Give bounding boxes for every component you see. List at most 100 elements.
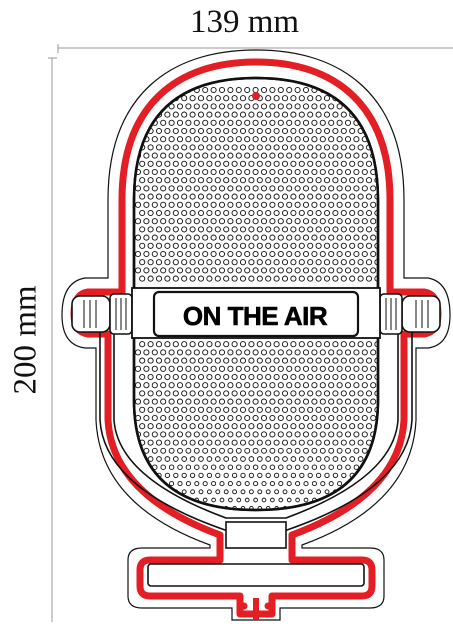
grille-hole xyxy=(143,234,150,241)
grille-hole xyxy=(290,209,297,217)
grille-hole xyxy=(302,86,310,94)
grille-hole xyxy=(349,209,356,217)
grille-hole xyxy=(273,357,280,364)
grille-hole xyxy=(134,365,142,372)
grille-hole xyxy=(265,489,271,495)
grille-hole xyxy=(134,86,142,94)
grille-hole xyxy=(176,349,184,356)
grille-hole xyxy=(319,431,326,438)
grille-hole xyxy=(197,209,205,217)
grille-hole xyxy=(286,365,293,372)
grille-hole xyxy=(353,185,360,192)
grille-hole xyxy=(239,275,247,282)
grille-hole xyxy=(139,259,146,266)
grille-hole xyxy=(302,234,310,241)
grille-hole xyxy=(307,357,314,364)
grille-hole xyxy=(227,103,234,110)
grille-hole xyxy=(151,168,158,176)
grille-hole xyxy=(139,193,146,200)
grille-hole xyxy=(281,193,289,200)
grille-hole xyxy=(143,168,150,176)
grille-hole xyxy=(252,365,259,372)
grille-hole xyxy=(286,481,292,487)
grille-hole xyxy=(202,119,209,126)
grille-hole xyxy=(349,275,356,282)
grille-hole xyxy=(311,119,318,126)
grille-hole xyxy=(164,226,171,233)
grille-hole xyxy=(295,497,300,503)
grille-hole xyxy=(286,185,293,192)
grille-hole xyxy=(302,365,310,372)
grille-hole xyxy=(168,119,175,126)
grille-hole xyxy=(223,456,230,462)
grille-hole xyxy=(248,259,255,266)
grille-hole xyxy=(307,456,314,462)
grille-hole xyxy=(336,185,343,192)
grille-hole xyxy=(281,357,289,364)
grille-hole xyxy=(319,447,326,454)
grille-hole xyxy=(294,349,301,356)
grille-hole xyxy=(273,439,280,446)
grille-hole xyxy=(197,144,205,151)
grille-hole xyxy=(344,201,352,208)
grille-hole xyxy=(349,144,356,151)
grille-hole xyxy=(181,144,188,151)
grille-hole xyxy=(328,382,335,389)
grille-hole xyxy=(332,226,339,233)
grille-hole xyxy=(155,390,163,397)
grille-hole xyxy=(298,242,305,249)
grille-hole xyxy=(357,456,364,462)
grille-hole xyxy=(244,365,251,372)
grille-hole xyxy=(252,103,259,110)
grille-hole xyxy=(202,349,209,356)
grille-hole xyxy=(147,275,154,282)
grille-hole xyxy=(176,119,184,126)
grille-hole xyxy=(231,177,238,184)
grille-hole xyxy=(172,275,179,282)
grille-hole xyxy=(328,464,334,470)
grille-hole xyxy=(265,95,272,102)
grille-hole xyxy=(273,111,280,118)
grille-hole xyxy=(231,242,238,249)
grille-hole xyxy=(302,201,310,208)
grille-hole xyxy=(214,423,221,430)
grille-hole xyxy=(218,201,226,208)
grille-hole xyxy=(210,136,217,143)
grille-hole xyxy=(202,168,209,176)
grille-hole xyxy=(340,160,347,167)
grille-hole xyxy=(311,201,318,208)
grille-hole xyxy=(332,144,339,151)
grille-hole xyxy=(143,218,150,225)
grille-hole xyxy=(206,177,213,184)
grille-hole xyxy=(193,431,200,438)
grille-hole xyxy=(281,275,289,282)
grille-hole xyxy=(206,111,213,118)
grille-hole xyxy=(168,447,175,454)
grille-hole xyxy=(176,218,184,225)
grille-hole xyxy=(193,119,200,126)
grille-hole xyxy=(345,447,351,454)
grille-hole xyxy=(172,193,179,200)
grille-hole xyxy=(290,177,297,184)
grille-hole xyxy=(143,431,150,438)
grille-hole xyxy=(210,365,217,372)
grille-hole xyxy=(294,464,301,470)
grille-hole xyxy=(139,423,146,430)
grille-hole xyxy=(315,275,322,282)
grille-hole xyxy=(260,218,268,225)
grille-hole xyxy=(307,406,314,413)
grille-hole xyxy=(218,103,226,110)
grille-hole xyxy=(244,201,251,208)
grille-hole xyxy=(281,439,289,446)
grille-hole xyxy=(244,414,251,422)
grille-hole xyxy=(269,234,276,241)
grille-hole xyxy=(228,497,233,503)
grille-hole xyxy=(269,250,276,258)
grille-hole xyxy=(265,472,271,479)
grille-hole xyxy=(143,250,150,258)
grille-hole xyxy=(302,382,310,389)
grille-hole xyxy=(202,250,209,258)
grille-hole xyxy=(298,406,305,413)
top-led-dot xyxy=(252,92,260,100)
grille-hole xyxy=(336,103,343,110)
